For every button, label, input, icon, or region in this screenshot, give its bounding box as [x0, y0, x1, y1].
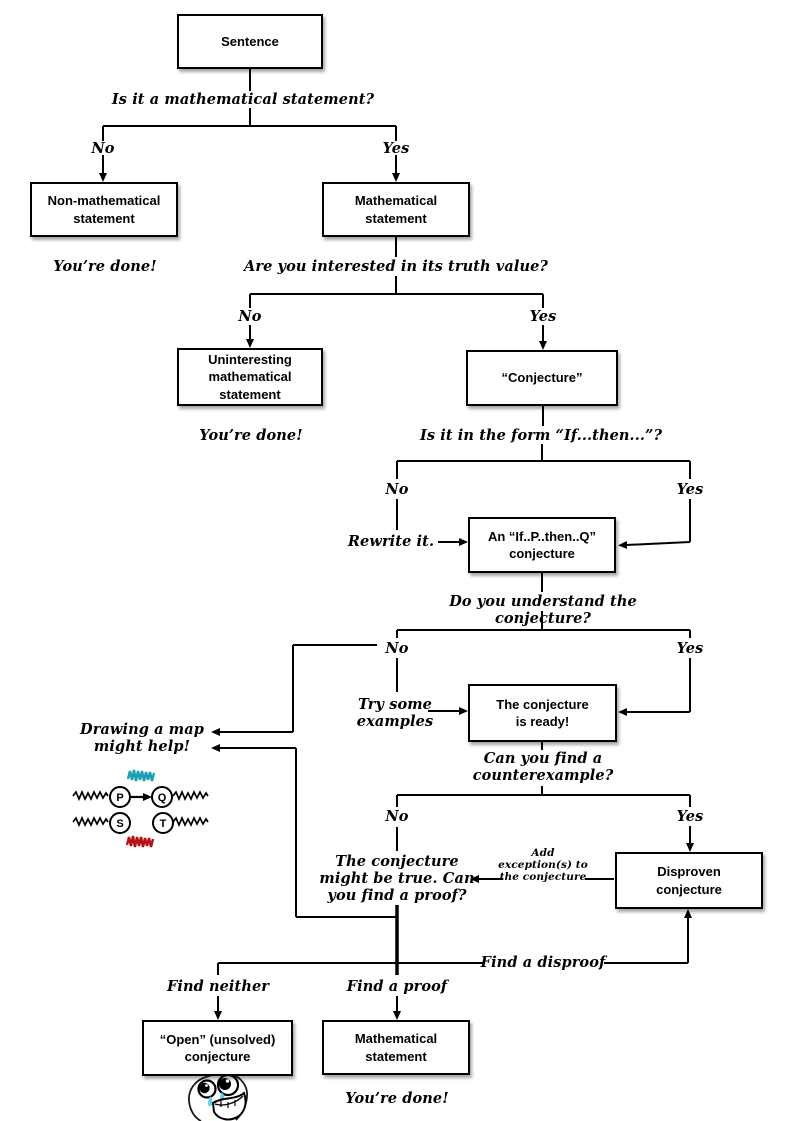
branch-no-4: No: [385, 640, 409, 657]
node-open-conjecture: “Open” (unsolved) conjecture: [142, 1020, 293, 1076]
map-node-Q: [151, 786, 173, 808]
node-conjecture: “Conjecture”: [466, 350, 618, 406]
map-node-P-label: P: [116, 792, 123, 804]
map-node-T: [152, 812, 174, 834]
branch-yes-4: Yes: [676, 640, 704, 657]
question-understand-conjecture: Do you understand the conjecture?: [449, 593, 637, 627]
map-node-S: [109, 812, 131, 834]
branch-yes-3: Yes: [676, 481, 704, 498]
map-sketch: P Q S T: [72, 768, 209, 849]
question-counterexample: Can you find a counterexample?: [472, 750, 614, 784]
node-mathematical-statement-bottom: Mathematical statement: [322, 1020, 470, 1075]
node-mathematical-statement-top: Mathematical statement: [322, 182, 470, 237]
branch-no-3: No: [385, 481, 409, 498]
note-find-a-disproof: Find a disproof: [480, 954, 606, 971]
question-truth-value: Are you interested in its truth value?: [243, 258, 549, 275]
branch-no-5: No: [385, 808, 409, 825]
map-squiggle-left-2: [72, 817, 109, 826]
note-add-exceptions: Add exception(s) to the conjecture: [498, 847, 588, 883]
note-rewrite-it: Rewrite it.: [347, 533, 435, 550]
branch-yes-2: Yes: [529, 308, 557, 325]
note-find-a-proof: Find a proof: [346, 978, 448, 995]
note-find-neither: Find neither: [166, 978, 270, 995]
question-might-be-true-proof: The conjecture might be true. Can you fi…: [319, 853, 475, 904]
map-node-T-label: T: [160, 818, 167, 830]
crying-joy-meme-face-icon: [188, 1072, 249, 1121]
map-squiggle-right-1: [172, 791, 209, 800]
node-uninteresting-statement: Uninteresting mathematical statement: [177, 348, 323, 406]
map-node-S-label: S: [116, 818, 123, 830]
branch-no-2: No: [238, 308, 262, 325]
connector-arrows: [99, 155, 694, 1020]
node-sentence: Sentence: [177, 14, 323, 69]
map-squiggle-left-1: [72, 791, 109, 800]
branch-yes-1: Yes: [382, 140, 410, 157]
map-node-P: [109, 786, 131, 808]
connector-lines: [102, 69, 691, 975]
note-try-some-examples: Try some examples: [356, 696, 434, 730]
question-is-mathematical: Is it a mathematical statement?: [111, 91, 375, 108]
node-non-mathematical-statement: Non-mathematical statement: [30, 182, 178, 237]
map-squiggle-right-2: [172, 817, 209, 826]
branch-yes-5: Yes: [676, 808, 704, 825]
tear-left: [207, 1096, 213, 1107]
note-youre-done-1: You’re done!: [53, 258, 157, 275]
branch-no-1: No: [91, 140, 115, 157]
node-conjecture-ready: The conjecture is ready!: [468, 684, 617, 742]
map-red-scribble: [125, 834, 155, 849]
node-disproven-conjecture: Disproven conjecture: [615, 852, 763, 909]
node-if-p-then-q-conjecture: An “If..P..then..Q” conjecture: [468, 517, 616, 573]
note-drawing-a-map: Drawing a map might help!: [80, 721, 204, 755]
note-youre-done-3: You’re done!: [345, 1090, 449, 1107]
question-if-then-form: Is it in the form “If...then...”?: [419, 427, 663, 444]
map-node-Q-label: Q: [158, 792, 167, 804]
map-teal-scribble: [126, 768, 156, 783]
note-youre-done-2: You’re done!: [199, 427, 303, 444]
